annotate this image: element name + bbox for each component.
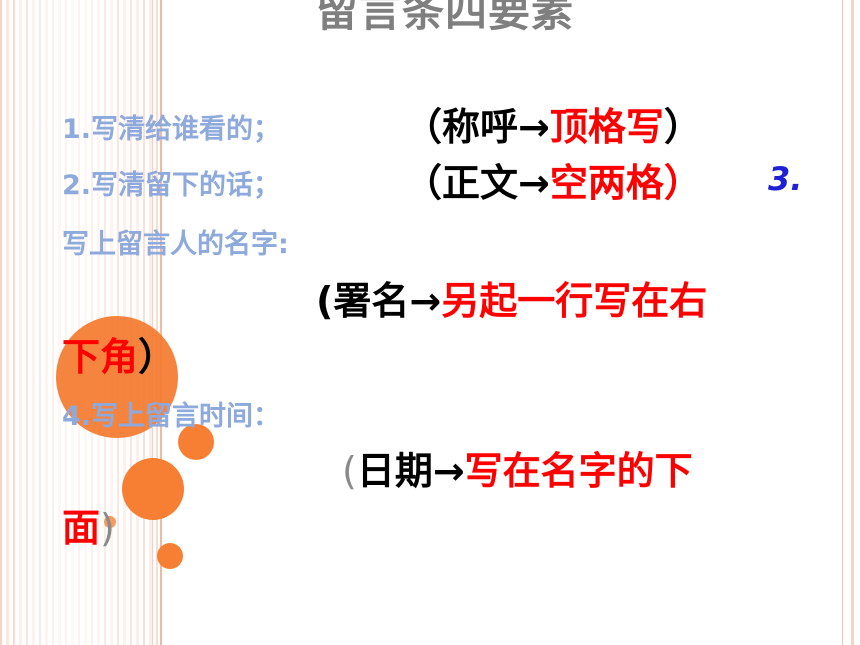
item-3-number: 3.	[768, 160, 803, 198]
item-4-label: 4.写上留言时间：	[62, 401, 281, 432]
decorative-circle	[56, 316, 178, 438]
divider-line	[160, 0, 162, 645]
item-3-hint-cont: 下角）	[62, 335, 177, 379]
decorative-circle	[157, 543, 183, 569]
item-4-hint-cont: 面)	[62, 506, 115, 550]
item-3-hint: (署名→另起一行写在右	[316, 279, 708, 323]
item-1-hint: （称呼→顶格写）	[404, 105, 702, 149]
item-3-label: 写上留言人的名字:	[62, 229, 289, 260]
item-2-hint: （正文→空两格）	[404, 161, 702, 205]
divider-line	[152, 0, 153, 645]
decorative-circle	[104, 516, 116, 528]
decorative-circle	[122, 458, 184, 520]
decorative-circle	[178, 424, 214, 460]
item-1-label: 1.写清给谁看的；	[62, 114, 281, 145]
item-2-label: 2.写清留下的话；	[62, 170, 281, 201]
slide-title: 留言条四要素	[316, 0, 575, 36]
item-4-hint: (日期→写在名字的下	[342, 449, 693, 493]
divider-line	[842, 0, 843, 645]
divider-line	[851, 0, 854, 645]
